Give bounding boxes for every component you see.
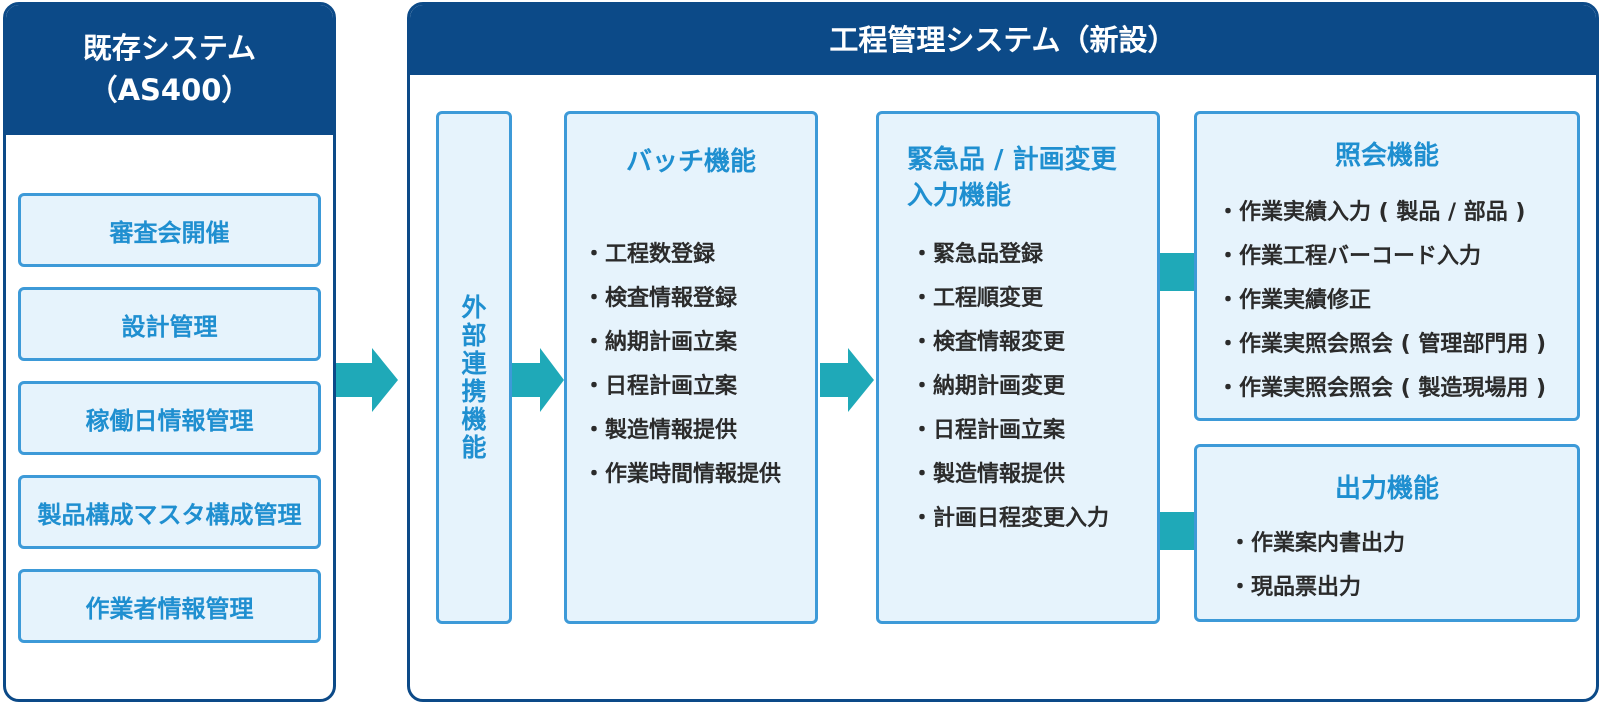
legacy-item: 審査会開催 [18, 193, 321, 267]
urgent-plan-change-box: 緊急品 / 計画変更 入力機能 ・緊急品登録 ・工程順変更 ・検査情報変更 ・納… [876, 111, 1160, 624]
new-system-title: 工程管理システム（新設） [829, 23, 1177, 57]
list-item: ・計画日程変更入力 [911, 506, 1110, 531]
list-item: ・作業実績修正 [1217, 288, 1372, 313]
list-item: ・納期計画立案 [583, 330, 738, 355]
connector-bar [1160, 512, 1196, 550]
batch-function-list: ・工程数登録 ・検査情報登録 ・納期計画立案 ・日程計画立案 ・製造情報提供 ・… [583, 236, 781, 500]
list-item: ・工程数登録 [583, 242, 716, 267]
batch-function-title: バッチ機能 [625, 147, 756, 177]
connector-bar [1160, 253, 1196, 291]
legacy-item: 設計管理 [18, 287, 321, 361]
list-item: ・作業案内書出力 [1229, 531, 1406, 556]
output-function-list: ・作業案内書出力 ・現品票出力 [1229, 525, 1405, 613]
inquiry-function-list: ・作業実績入力 ( 製品 / 部品 ) ・作業工程バーコード入力 ・作業実績修正… [1217, 194, 1546, 414]
legacy-system-subtitle: （AS400） [88, 73, 251, 107]
output-function-box: 出力機能 ・作業案内書出力 ・現品票出力 [1194, 444, 1580, 622]
list-item: ・現品票出力 [1229, 575, 1362, 600]
legacy-system-title: 既存システム [82, 31, 257, 65]
list-item: ・日程計画立案 [911, 418, 1066, 443]
list-item: ・検査情報変更 [911, 330, 1066, 355]
inquiry-function-title: 照会機能 [1334, 141, 1439, 171]
flow-arrow-icon [336, 348, 398, 412]
list-item: ・製造情報提供 [583, 418, 738, 443]
list-item: ・納期計画変更 [911, 374, 1066, 399]
list-item: ・作業実照会照会 ( 管理部門用 ) [1217, 332, 1547, 357]
legacy-item: 製品構成マスタ構成管理 [18, 475, 321, 549]
legacy-item: 作業者情報管理 [18, 569, 321, 643]
urgent-plan-change-list: ・緊急品登録 ・工程順変更 ・検査情報変更 ・納期計画変更 ・日程計画立案 ・製… [911, 236, 1109, 544]
legacy-system-header: 既存システム （AS400） [6, 5, 333, 135]
list-item: ・検査情報登録 [583, 286, 738, 311]
batch-function-box: バッチ機能 ・工程数登録 ・検査情報登録 ・納期計画立案 ・日程計画立案 ・製造… [564, 111, 818, 624]
flow-arrow-icon [512, 348, 564, 412]
external-integration-box: 外 部 連 携 機 能 [436, 111, 512, 624]
legacy-item: 稼働日情報管理 [18, 381, 321, 455]
list-item: ・作業工程バーコード入力 [1217, 244, 1482, 269]
urgent-plan-change-title: 緊急品 / 計画変更 入力機能 [907, 145, 1117, 211]
external-integration-label: 外 部 連 携 機 能 [461, 293, 487, 462]
inquiry-function-box: 照会機能 ・作業実績入力 ( 製品 / 部品 ) ・作業工程バーコード入力 ・作… [1194, 111, 1580, 421]
output-function-title: 出力機能 [1334, 474, 1439, 504]
list-item: ・製造情報提供 [911, 462, 1066, 487]
new-system-header: 工程管理システム（新設） [410, 5, 1596, 75]
list-item: ・作業実績入力 ( 製品 / 部品 ) [1217, 200, 1526, 225]
legacy-system-panel: 既存システム （AS400） 審査会開催 設計管理 稼働日情報管理 製品構成マス… [3, 2, 336, 702]
list-item: ・緊急品登録 [911, 242, 1044, 267]
list-item: ・工程順変更 [911, 286, 1044, 311]
list-item: ・作業実照会照会 ( 製造現場用 ) [1217, 376, 1547, 401]
list-item: ・日程計画立案 [583, 374, 738, 399]
flow-arrow-icon [820, 348, 874, 412]
list-item: ・作業時間情報提供 [583, 462, 782, 487]
